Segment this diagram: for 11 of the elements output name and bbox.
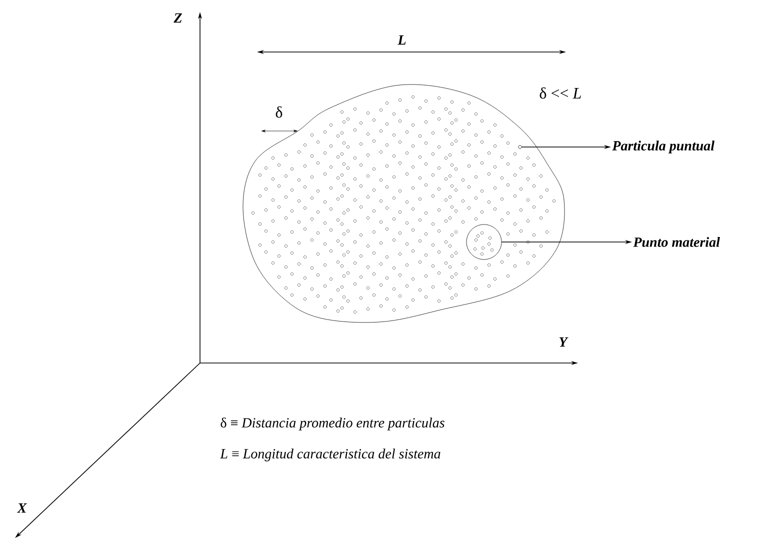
callout-text: Particula puntual	[612, 140, 714, 154]
callout-text: Punto material	[633, 237, 720, 247]
note-text: δ << L	[540, 87, 581, 99]
axis-label: Y	[559, 337, 568, 347]
dimension-label: δ	[276, 106, 282, 118]
axis-label: Z	[174, 13, 182, 23]
definition-text: L ≡ Longitud caracteristica del sistema	[220, 448, 440, 462]
definition-text: δ ≡ Distancia promedio entre particulas	[220, 418, 444, 430]
axis-label: X	[16, 503, 27, 513]
dimension-label: L	[398, 35, 406, 45]
material-point-circle	[466, 224, 502, 260]
